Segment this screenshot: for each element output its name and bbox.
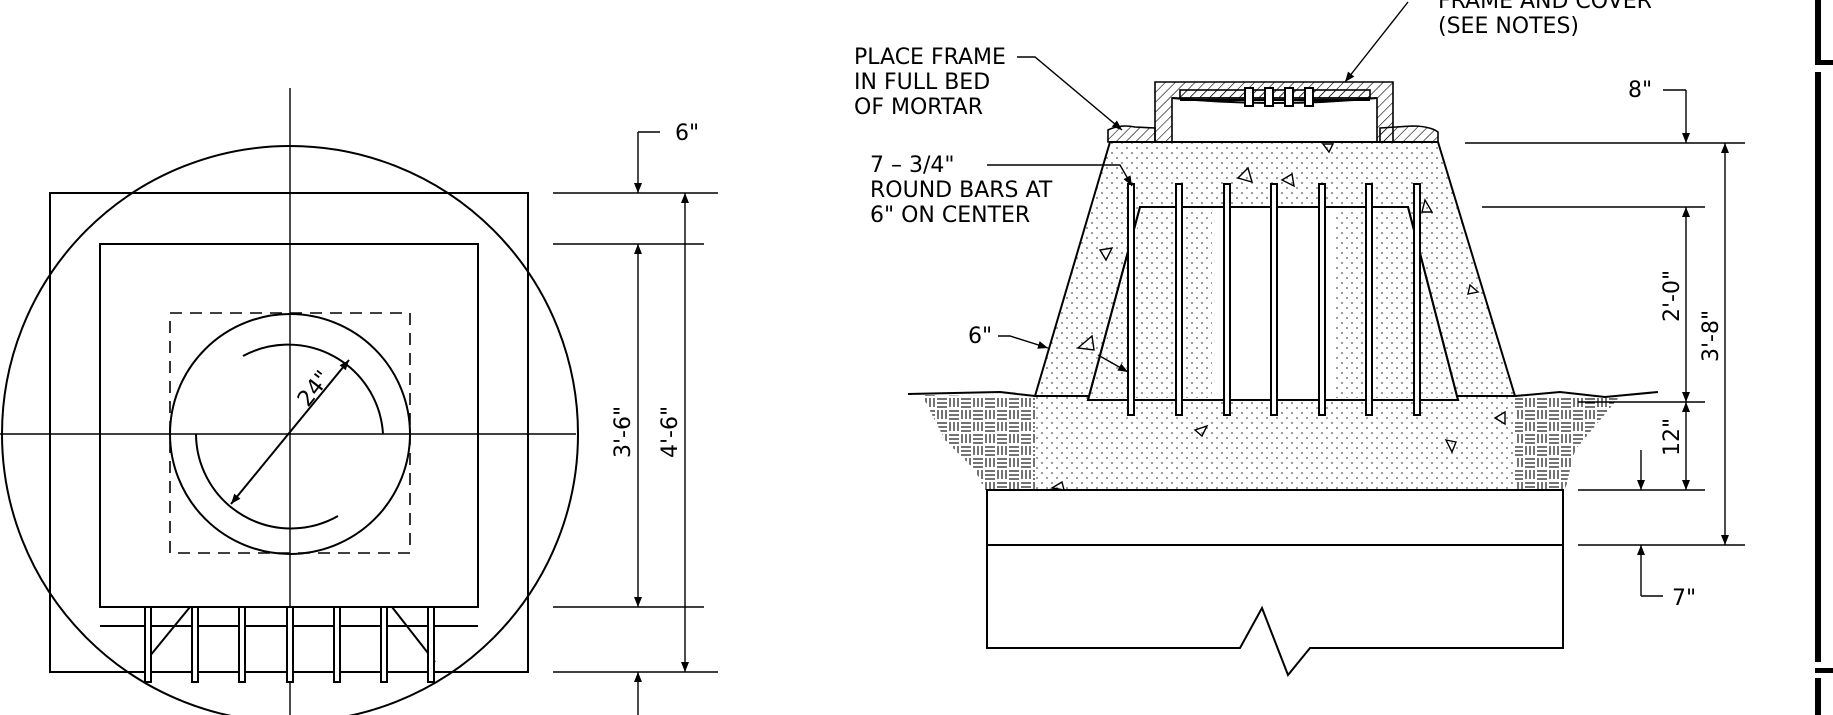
base-slab-bottom [986,545,1564,677]
note-frame-cover-line1: FRAME AND COVER [1438,0,1652,14]
note-wall-thickness: 6" [968,324,992,349]
base-concrete [1035,396,1515,490]
dim-section-base: 7" [1672,586,1696,611]
dim-section-upper: 2'-0" [1660,270,1685,322]
plan-bars [100,606,478,683]
dim-opening-diameter: 24" [293,366,336,411]
dim-section-total: 3'-8" [1699,310,1724,362]
dim-section-top: 8" [1628,78,1652,103]
note-frame-cover-line2: (SEE NOTES) [1438,14,1579,39]
dim-inner-height: 3'-6" [611,406,636,458]
note-bars-line1: 7 – 3/4" [870,153,955,178]
dim-outer-height: 4'-6" [658,406,683,458]
plan-view: 24" 6" 3'-6" 4'-6" [0,88,718,715]
note-bars-line2: ROUND BARS AT [870,178,1053,203]
note-mortar-line3: OF MORTAR [854,95,983,120]
inner-arc-bottom [195,433,339,530]
earth-left [922,395,1035,490]
dim-section-lower: 12" [1660,418,1685,456]
earth-right [1515,396,1620,490]
note-mortar-line1: PLACE FRAME [854,45,1006,70]
ground-line-right [1514,390,1659,399]
section-bars [1127,183,1421,416]
border-fragment [1815,0,1833,715]
note-bars-line3: 6" ON CENTER [870,203,1030,228]
section-view: FRAME AND COVER (SEE NOTES) PLACE FRAME … [854,0,1745,677]
frame-and-cover [1107,81,1439,143]
diameter-arrow [230,359,350,505]
dim-top-offset: 6" [675,121,699,146]
section-dimensions: 8" 2'-0" 12" 3'-8" 7" [1465,78,1745,611]
aggregate-marks [1050,143,1506,491]
section-notes: FRAME AND COVER (SEE NOTES) PLACE FRAME … [854,0,1652,373]
note-mortar-line2: IN FULL BED [854,70,990,95]
ground-line-left [907,390,1036,397]
plan-dimensions: 6" 3'-6" 4'-6" [553,121,718,715]
inner-arc-top [242,343,384,435]
base-slab-top [986,489,1564,546]
